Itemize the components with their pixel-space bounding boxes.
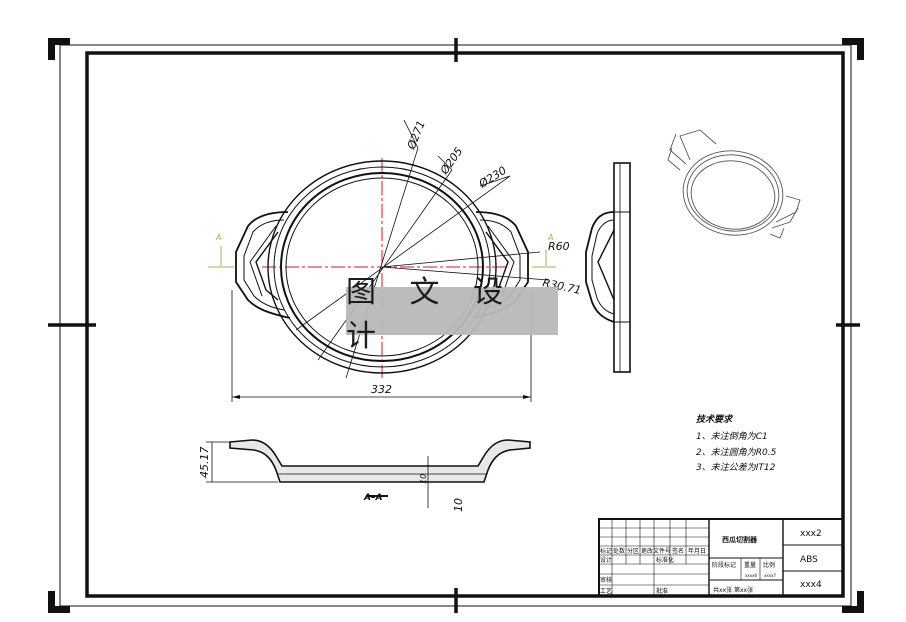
tb-weight-val: xxxx6: [745, 573, 757, 578]
tb-count: 处数: [613, 547, 625, 555]
dim-10-a: 10: [419, 474, 428, 484]
notes-item-2: 2、未注圆角为R0.5: [696, 447, 777, 458]
corner-marks: [48, 38, 864, 613]
tb-design: 设计: [600, 556, 612, 564]
tb-process: 工艺: [600, 587, 612, 595]
technical-notes: 技术要求 1、未注倒角为C1 2、未注圆角为R0.5 3、未注公差为IT12: [696, 414, 777, 473]
side-view: [585, 162, 631, 373]
tb-date: 年月日: [688, 547, 706, 555]
tb-scale-val: xxxx7: [764, 573, 776, 578]
iso-view: [667, 129, 801, 239]
front-view: [208, 119, 556, 402]
section-mark-right: A: [547, 233, 553, 242]
notes-item-1: 1、未注倒角为C1: [696, 431, 768, 442]
section-view-label: A–A: [363, 493, 382, 503]
tb-zone: 分区: [627, 547, 639, 555]
tb-standard: 标准化: [656, 556, 674, 564]
tb-scale: 比例: [763, 561, 775, 569]
dim-10-b: 10: [452, 498, 465, 512]
dim-d230: Ø230: [476, 164, 509, 191]
tb-approve: 批准: [656, 587, 668, 595]
tb-company: xxx4: [800, 580, 822, 590]
tb-drawing-no: xxx2: [800, 529, 822, 539]
tb-sign: 签名: [672, 547, 684, 555]
watermark-banner: 图 文 设 计: [346, 275, 558, 354]
tb-stage: 阶段标记: [712, 561, 736, 569]
centering-marks: [48, 38, 860, 613]
tb-review: 审核: [600, 576, 612, 584]
title-block: [598, 518, 844, 597]
tb-material: ABS: [800, 555, 818, 565]
dim-r60: R60: [548, 240, 570, 253]
dim-332: 332: [371, 383, 392, 396]
dim-d205: Ø205: [437, 145, 465, 178]
section-mark-left: A: [215, 233, 221, 242]
section-view-dims: 45.17 10 10 A–A: [198, 447, 465, 513]
section-view: [206, 439, 531, 508]
title-block-text: 标记 处数 分区 更改文件号 签名 年月日 设计 标准化 审核 工艺 批准 阶段…: [600, 529, 822, 595]
tb-sheet-info: 共xx张 第xx张: [713, 586, 753, 594]
notes-title: 技术要求: [696, 414, 734, 425]
watermark-text: 图 文 设 计: [346, 275, 516, 354]
tb-change-doc: 更改文件号: [641, 547, 671, 555]
dim-45-17: 45.17: [198, 447, 211, 479]
notes-item-3: 3、未注公差为IT12: [696, 462, 776, 473]
tb-mark: 标记: [600, 547, 612, 555]
dim-d271: Ø271: [404, 119, 428, 152]
tb-weight: 重量: [744, 561, 756, 569]
tb-part-name: 西瓜切割器: [722, 535, 758, 544]
